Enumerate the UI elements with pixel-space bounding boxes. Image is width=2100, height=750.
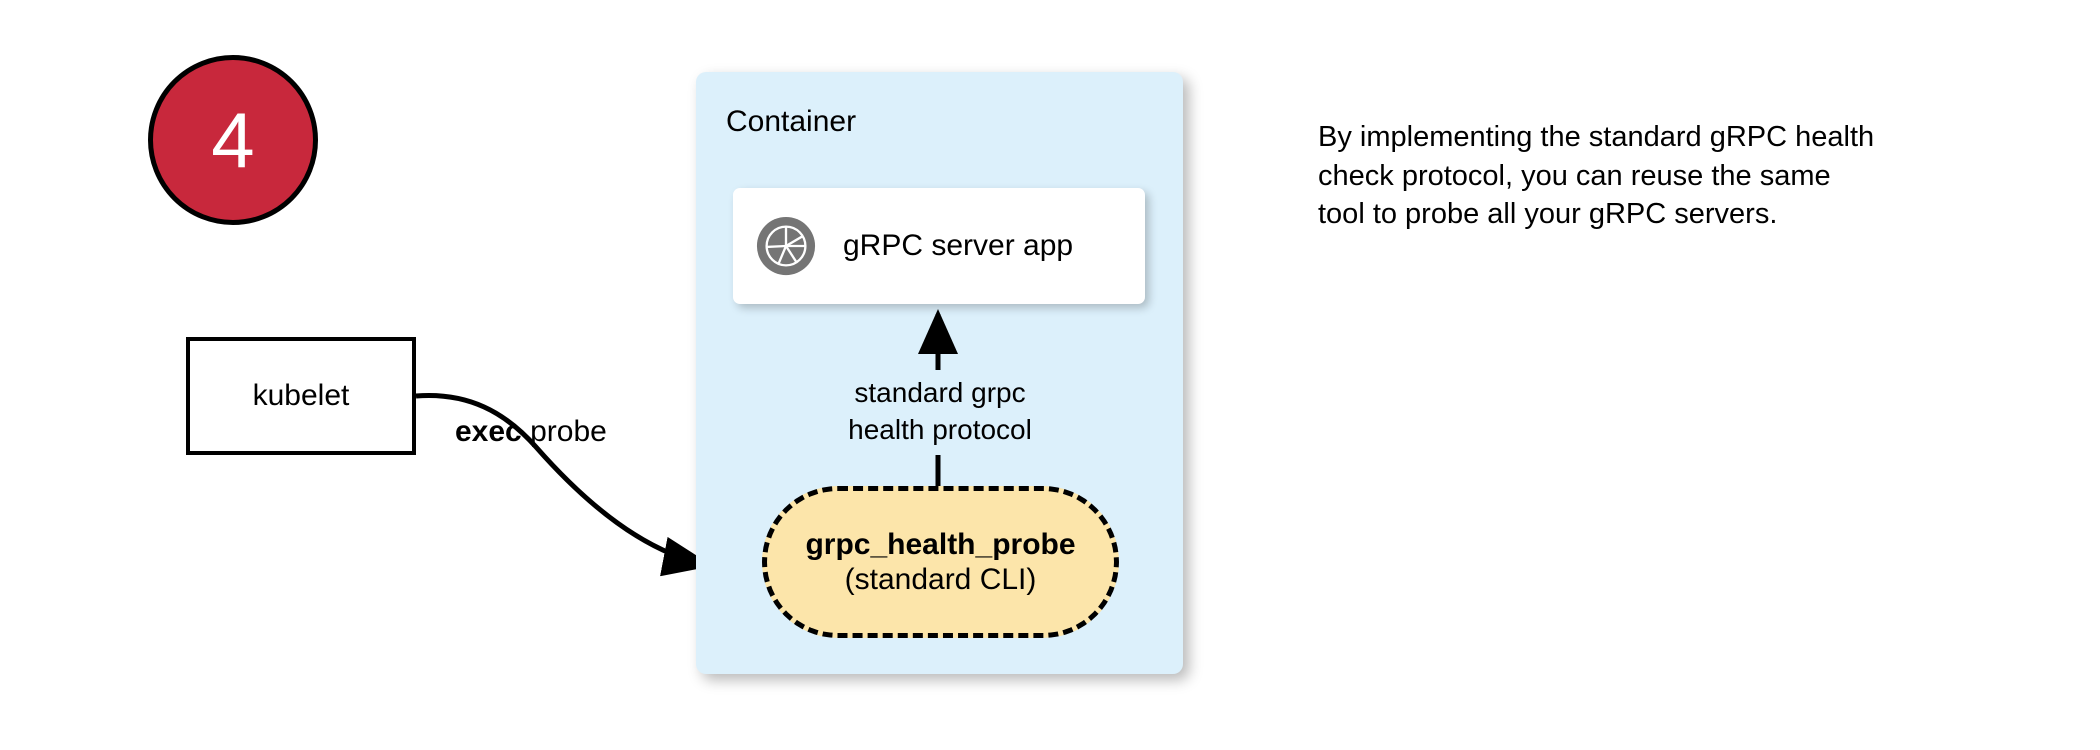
aperture-icon: [755, 215, 817, 277]
step-number: 4: [211, 96, 255, 184]
protocol-edge-label-line2: health protocol: [848, 413, 1032, 445]
container-title: Container: [726, 105, 857, 138]
explanatory-note: By implementing the standard gRPC health…: [1318, 121, 1875, 231]
protocol-edge-label: standard grpc health protocol: [828, 375, 1052, 449]
exec-probe-edge-label: exec probe: [455, 415, 607, 449]
step-badge: 4: [148, 55, 318, 225]
grpc-server-app-card: gRPC server app: [733, 188, 1145, 304]
kubelet-node: kubelet: [186, 337, 416, 455]
exec-probe-edge-label-bold: exec: [455, 415, 522, 448]
grpc-health-probe-node: grpc_health_probe (standard CLI): [762, 486, 1119, 638]
kubelet-label: kubelet: [252, 379, 350, 412]
grpc-health-probe-subtitle: (standard CLI): [844, 563, 1037, 596]
protocol-edge-label-line1: standard grpc: [854, 377, 1026, 408]
grpc-server-app-label: gRPC server app: [843, 229, 1074, 262]
exec-probe-edge-label-rest: probe: [521, 415, 607, 448]
grpc-health-probe-title: grpc_health_probe: [805, 527, 1076, 561]
